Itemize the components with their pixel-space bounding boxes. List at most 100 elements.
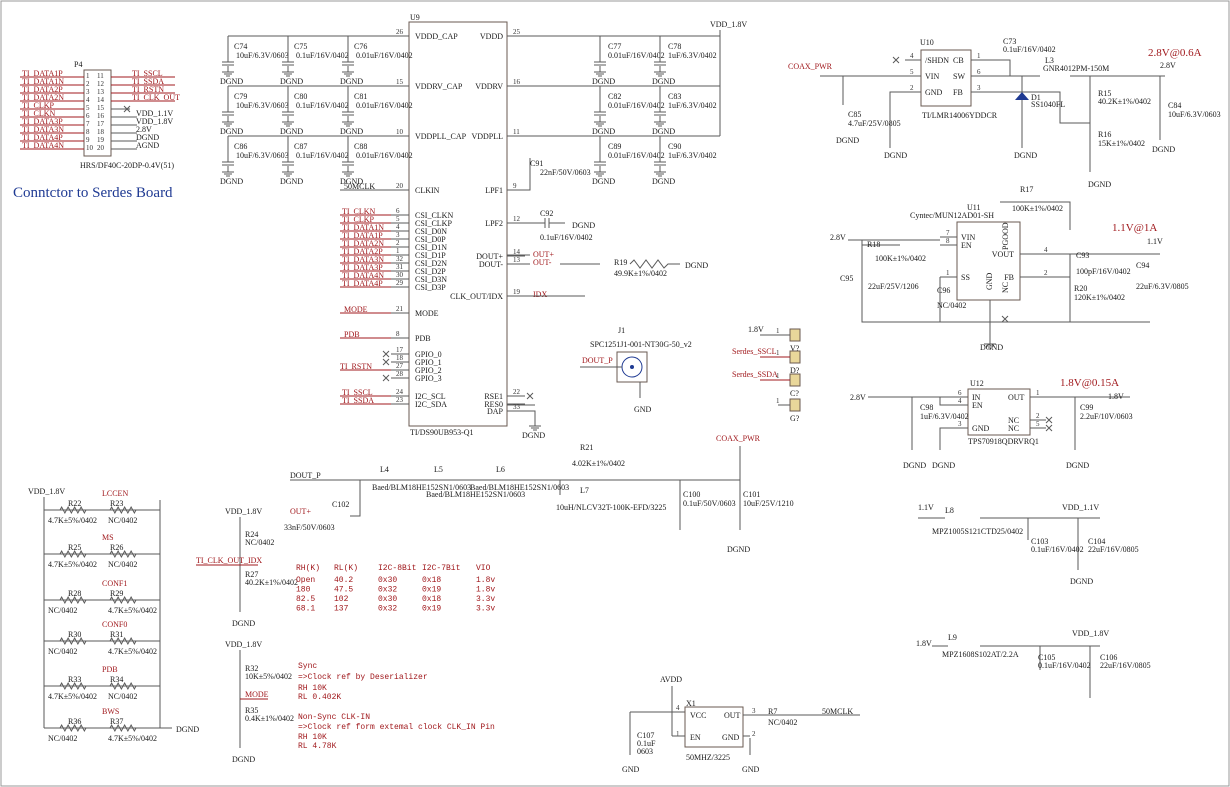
p4-right-net: VDD_1.8V [136,117,173,126]
u12-ref: U12 [970,379,984,388]
p4-right-net: TI_RSTN [132,85,164,94]
u12-gnd: DGND [932,461,955,470]
idx-vdd: VDD_1.8V [225,507,262,516]
x1-pin-num: 3 [752,707,756,715]
strap-label: LCCEN [102,489,128,498]
dec-gnd-label-r: DGND [652,177,675,186]
u9-left-pin-name: VDDD_CAP [415,32,458,41]
dec-val-r: 0.01uF/16V/0402 [608,51,665,60]
c99-val: 2.2uF/10V/0603 [1080,412,1133,421]
u9-left-pin-num: 23 [396,396,404,404]
u9-left-pin-name: CSI_CLKP [415,219,452,228]
d1-gnd: DGND [1014,151,1037,160]
u9-left-pin-num: 2 [396,239,400,247]
u10-pin-num-r: 1 [977,52,981,60]
x1-pin-name: OUT [724,711,741,720]
u9-left-pin-name: GPIO_3 [415,374,442,383]
u10-pin-name-r: SW [953,72,965,81]
u11-pin-num-r: 2 [1044,269,1048,277]
c107-val: 0.1uF [637,739,656,748]
u12-out-net: 1.8V [1108,392,1124,401]
mode-table-cell: 0x30 [378,595,397,604]
u9-right-pin-num: 16 [513,78,521,86]
x1-pin-num: 1 [676,730,680,738]
u9-left-pin-name: CSI_D1P [415,251,446,260]
l7-ref: L7 [580,486,589,495]
dec-ref-r: C82 [608,92,621,101]
dec-gnd [282,166,294,177]
r15-val: 40.2K±1%/0402 [1098,97,1151,106]
u9-right-pin-num: 14 [513,248,521,256]
u9-left-pin-num: 24 [396,388,404,396]
u9-right-pin-num: 19 [513,288,521,296]
r18-val: 100K±1%/0402 [875,254,926,263]
x1-pin-name: VCC [690,711,706,720]
u9-ref: U9 [410,13,420,22]
strap-res-right [109,549,137,559]
dec-ref-r: C90 [668,142,681,151]
mode-net-u9: MODE [344,305,368,314]
r27-val: 40.2K±1%/0402 [245,578,298,587]
u9-csi-net: TI_DATA4P [342,279,383,288]
idx-net: TI_CLK_OUT_IDX [196,556,262,565]
c85-ref: C85 [848,110,861,119]
mode-table-cell: 180 [296,586,311,595]
l3-val: GNR4012PM-150M [1043,64,1109,73]
strap-left-ref: R33 [68,675,81,684]
u10-pin-name: GND [925,88,943,97]
strap-gnd: DGND [176,725,199,734]
dec-gnd-label: DGND [220,77,243,86]
mode-table-cell: 1.8v [476,576,495,585]
strap-left-val: NC/0402 [48,734,77,743]
dec-gnd-r [654,116,666,127]
strap-res-left [59,681,87,691]
coax-j1: J1 SPC1251J1-001-NT30G-50_v2 DOUT_P GND [580,326,692,414]
dec-cap-r [594,161,606,166]
strap-left-ref: R22 [68,499,81,508]
p4-right-net: 2.8V [136,125,152,134]
j1-pin [630,365,634,369]
c105-ref: C105 [1038,653,1055,662]
c94-val: 22uF/6.3V/0805 [1136,282,1189,291]
u9-left-pin-num: 28 [396,370,404,378]
clock-note: RL 0.402K [298,693,341,702]
dec-cap-r [594,111,606,116]
x1-part: 50MHZ/3225 [686,753,730,762]
u9-csi-net: TI_DATA1P [342,231,383,240]
dec-gnd-r [594,116,606,127]
u11-gndpin: GND [985,272,994,290]
p4-left-net: TI_DATA2N [22,93,64,102]
u12-pin-name-r: NC [1008,424,1019,433]
u12-nc [1045,416,1053,432]
u9-left-pin-name: PDB [415,334,431,343]
u12-pin-name: EN [972,401,983,410]
u10-pin-name-r: CB [953,56,964,65]
u9-left-pin-num: 10 [396,128,404,136]
clock-note: RH 10K [298,684,327,693]
u9-csi-net: TI_CLKP [342,215,375,224]
u9-left-pin-name: VDDRV_CAP [415,82,463,91]
u11-gnd: DGND [980,343,1003,352]
mode-table-cell: 0x32 [378,586,397,595]
l7-val: 10uH/NLCV32T-100K-EFD/3225 [556,503,666,512]
test-point-ref: V? [790,344,800,353]
dec-gnd-r [594,166,606,177]
test-point-ref: C? [790,389,799,398]
strap-left-ref: R25 [68,543,81,552]
idx-divider: VDD_1.8V R24 NC/0402 TI_CLK_OUT_IDX R27 … [196,507,298,628]
u9-right-pin-name: VDDPLL [471,132,503,141]
u11-pgood: PGOOD [1001,222,1010,250]
dec-cap [222,161,234,166]
dout-p-net: OUT+ [533,250,554,259]
u10-rail: 2.8V@0.6A [1148,47,1202,59]
p4-right-pin: 12 [97,80,105,88]
r7-ref: R7 [768,707,777,716]
dec-ref: C80 [294,92,307,101]
r17-val: 100K±1%/0402 [1012,204,1063,213]
p4-right-net: TI_SSCL [132,69,163,78]
l6-ref: L6 [496,465,505,474]
u9-left-pin-name: CSI_CLKN [415,211,453,220]
